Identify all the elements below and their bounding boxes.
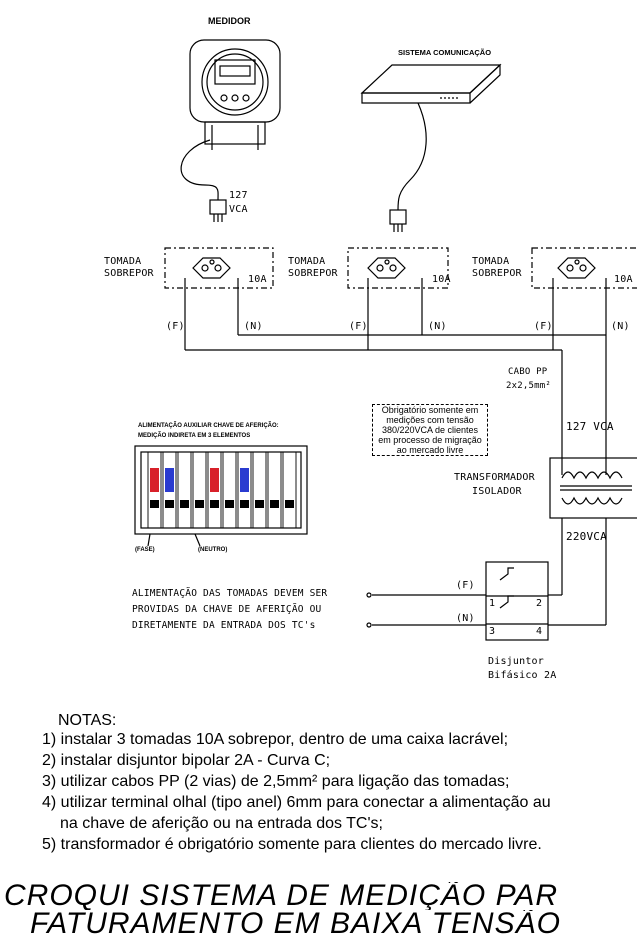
meter-label: MEDIDOR <box>208 16 251 26</box>
socket-3-label-line1: TOMADA <box>472 256 510 267</box>
terminal-screws <box>150 500 294 508</box>
mandatory-note-line: medições com tensão <box>386 415 474 425</box>
supply-note-line1: ALIMENTAÇÃO DAS TOMADAS DEVEM SER <box>132 588 328 599</box>
wiring-diagram <box>134 39 637 641</box>
notes-heading: NOTAS: <box>58 712 117 729</box>
transformer-label-line2: ISOLADOR <box>472 486 522 497</box>
terminal-block-drawing <box>134 445 308 547</box>
breaker-drawing <box>366 561 549 641</box>
mandatory-note-line: Obrigatório somente em <box>381 405 479 415</box>
aux-supply-label-line1: ALIMENTAÇÃO AUXILIAR CHAVE DE AFERIÇÃO: <box>138 423 279 429</box>
socket-3-neutral: (N) <box>611 321 630 332</box>
mandatory-note-box: Obrigatório somente em medições com tens… <box>372 404 488 456</box>
transformer-drawing <box>548 457 637 626</box>
meter-voltage-label: 127 <box>229 190 248 201</box>
socket-1-label-line2: SOBREPOR <box>104 268 154 279</box>
mandatory-note-line: ao mercado livre <box>396 445 464 455</box>
socket-1-neutral: (N) <box>244 321 263 332</box>
cable-label-line2: 2x2,5mm² <box>506 381 551 391</box>
socket-wires <box>184 278 607 475</box>
socket-2-label-line1: TOMADA <box>288 256 326 267</box>
socket-1-label-line1: TOMADA <box>104 256 142 267</box>
note-item: 3) utilizar cabos PP (2 vias) de 2,5mm² … <box>42 773 510 790</box>
socket-2-rating: 10A <box>432 274 451 285</box>
note-item: 1) instalar 3 tomadas 10A sobrepor, dent… <box>42 731 509 748</box>
supply-note-line3: DIRETAMENTE DA ENTRADA DOS TC's <box>132 620 316 631</box>
transformer-label-line1: TRANSFORMADOR <box>454 472 535 483</box>
socket-3-rating: 10A <box>614 274 633 285</box>
mandatory-note-line: em processo de migração <box>378 435 482 445</box>
title-line2: FATURAMENTO EM BAIXA TENSÃO <box>30 910 561 938</box>
socket-faces <box>192 257 596 279</box>
socket-2-phase: (F) <box>349 321 368 332</box>
breaker-label-line1: Disjuntor <box>488 656 544 667</box>
note-item: 5) transformador é obrigatório somente p… <box>42 836 542 853</box>
aux-supply-label-line2: MEDIÇÃO INDIRETA EM 3 ELEMENTOS <box>138 433 251 439</box>
meter-vca-label: VCA <box>229 204 248 215</box>
mandatory-note-line: 380/220VCA de clientes <box>381 425 479 435</box>
socket-boxes <box>164 247 637 289</box>
socket-2-label-line2: SOBREPOR <box>288 268 338 279</box>
neutral-terminal-label: (NEUTRO) <box>198 547 228 553</box>
breaker-terminal-1: 1 <box>489 598 496 609</box>
voltage-127-label: 127 VCA <box>566 420 614 433</box>
socket-2-neutral: (N) <box>428 321 447 332</box>
note-item-continuation: na chave de aferição ou na entrada dos T… <box>60 815 383 832</box>
supply-note-line2: PROVIDAS DA CHAVE DE AFERIÇÃO OU <box>132 604 322 615</box>
voltage-220-label: 220VCA <box>566 530 607 543</box>
breaker-terminal-3: 3 <box>489 626 496 637</box>
socket-3-phase: (F) <box>534 321 553 332</box>
title-line1: CROQUI SISTEMA DE MEDIÇÃO PAR <box>4 882 559 910</box>
breaker-terminal-2: 2 <box>536 598 543 609</box>
note-item: 4) utilizar terminal olhal (tipo anel) 6… <box>42 794 551 811</box>
breaker-phase-label: (F) <box>456 580 475 591</box>
socket-1-rating: 10A <box>248 274 267 285</box>
breaker-neutral-label: (N) <box>456 613 475 624</box>
socket-1-phase: (F) <box>166 321 185 332</box>
note-item: 2) instalar disjuntor bipolar 2A - Curva… <box>42 752 331 769</box>
breaker-terminal-4: 4 <box>536 626 543 637</box>
cable-label-line1: CABO PP <box>508 367 548 377</box>
meter-drawing <box>180 39 281 222</box>
socket-3-label-line2: SOBREPOR <box>472 268 522 279</box>
colored-switches <box>150 468 249 492</box>
phase-terminal-label: (FASE) <box>135 547 155 553</box>
comm-system-drawing <box>360 63 502 232</box>
comm-system-label: SISTEMA COMUNICAÇÃO <box>398 48 492 57</box>
breaker-label-line2: Bifásico 2A <box>488 670 557 681</box>
